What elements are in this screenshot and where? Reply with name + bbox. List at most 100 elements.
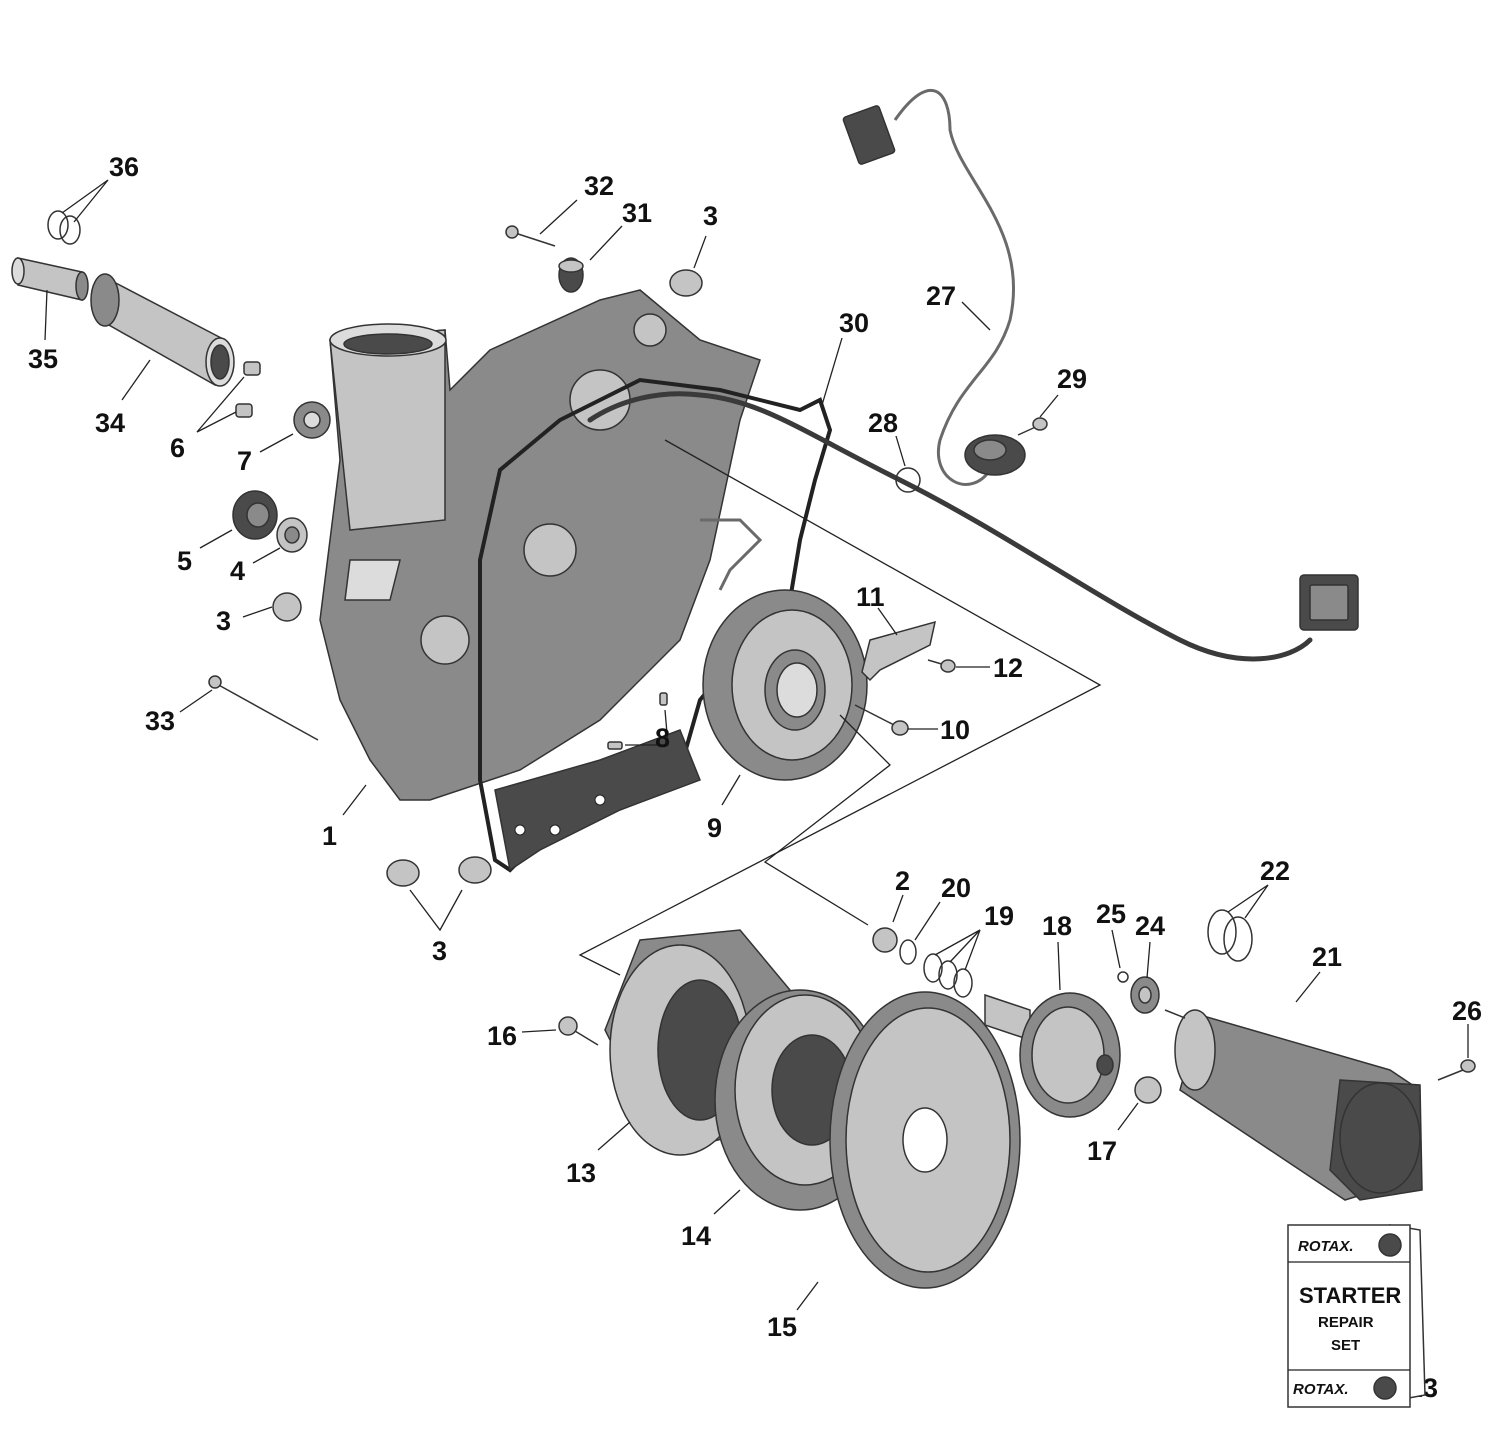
callout-19: 19 <box>934 901 1014 971</box>
callout-6: 6 <box>170 376 245 463</box>
svg-text:29: 29 <box>1057 364 1087 394</box>
starter-repair-set-kit: ROTAX. STARTER REPAIR SET ROTAX. <box>1287 1224 1426 1408</box>
callout-22: 22 <box>1227 856 1290 919</box>
o-rings-part <box>1207 909 1253 962</box>
o-ring-part <box>895 467 921 493</box>
pinion-part <box>1130 976 1160 1014</box>
svg-text:5: 5 <box>177 546 192 576</box>
gear-sleeve-part <box>90 273 235 387</box>
callout-27: 27 <box>926 281 991 331</box>
svg-text:1: 1 <box>322 821 337 851</box>
callout-4: 4 <box>230 547 281 586</box>
callout-21: 21 <box>1295 942 1342 1003</box>
callout-3: 3 <box>216 606 273 636</box>
wiring-harness-part <box>587 391 1359 662</box>
screw-part <box>1017 417 1048 436</box>
svg-text:9: 9 <box>707 813 722 843</box>
callout-16: 16 <box>487 1021 557 1051</box>
washer-part <box>899 939 917 965</box>
screw-part <box>558 1016 599 1046</box>
sensor-cable-part <box>842 88 1026 486</box>
svg-text:17: 17 <box>1087 1136 1117 1166</box>
bushing-part <box>872 927 898 953</box>
starter-gear-part <box>984 992 1121 1118</box>
callout-18: 18 <box>1042 911 1072 991</box>
svg-text:30: 30 <box>839 308 869 338</box>
svg-text:15: 15 <box>767 1312 797 1342</box>
brp-logo-icon <box>1378 1233 1402 1257</box>
callout-7: 7 <box>237 433 294 476</box>
brp-logo-icon <box>1373 1376 1397 1400</box>
clamp-part <box>558 257 584 293</box>
kit-subtitle-line: REPAIR <box>1318 1314 1374 1331</box>
callout-36: 36 <box>61 152 139 223</box>
svg-text:28: 28 <box>868 408 898 438</box>
svg-text:8: 8 <box>655 723 670 753</box>
callout-10: 10 <box>908 715 970 745</box>
bearing-part <box>276 517 308 553</box>
callout-12: 12 <box>956 653 1023 683</box>
dowel-part <box>607 741 623 750</box>
ring-gear-part <box>829 991 1021 1289</box>
svg-text:3: 3 <box>703 201 718 231</box>
callout-9: 9 <box>707 774 741 843</box>
screw-part <box>1437 1059 1476 1081</box>
callout-14: 14 <box>681 1189 741 1251</box>
svg-text:36: 36 <box>109 152 139 182</box>
bracket-part <box>861 620 936 682</box>
svg-text:31: 31 <box>622 198 652 228</box>
callout-33: 33 <box>145 689 213 736</box>
kit-subtitle-line: SET <box>1331 1337 1360 1354</box>
rotax-logo-top: ROTAX. <box>1298 1238 1354 1255</box>
callout-26: 26 <box>1452 996 1482 1058</box>
svg-text:26: 26 <box>1452 996 1482 1026</box>
shaft-part <box>11 257 89 301</box>
svg-text:33: 33 <box>145 706 175 736</box>
callout-11: 11 <box>856 582 898 636</box>
callout-3: 3 <box>409 889 463 966</box>
svg-text:7: 7 <box>237 446 252 476</box>
assembly-leader-lines <box>578 439 1102 976</box>
svg-text:4: 4 <box>230 556 245 586</box>
svg-text:6: 6 <box>170 433 185 463</box>
svg-text:35: 35 <box>28 344 58 374</box>
callout-24: 24 <box>1135 911 1165 979</box>
bushing-part <box>386 859 420 887</box>
callout-13: 13 <box>566 1121 631 1188</box>
svg-text:19: 19 <box>984 901 1014 931</box>
callout-15: 15 <box>767 1281 819 1342</box>
callout-17: 17 <box>1087 1102 1139 1166</box>
bushing-part <box>669 269 703 297</box>
pin-part <box>243 361 261 376</box>
svg-text:10: 10 <box>940 715 970 745</box>
stator-part <box>702 589 868 781</box>
callout-34: 34 <box>95 359 151 438</box>
callout-30: 30 <box>821 308 869 406</box>
kit-title: STARTER <box>1299 1283 1401 1308</box>
svg-text:16: 16 <box>487 1021 517 1051</box>
callout-25: 25 <box>1096 899 1126 969</box>
clip-part <box>1117 971 1129 983</box>
svg-text:13: 13 <box>566 1158 596 1188</box>
svg-text:25: 25 <box>1096 899 1126 929</box>
pin-part <box>235 403 253 418</box>
callout-1: 1 <box>322 784 367 851</box>
svg-text:18: 18 <box>1042 911 1072 941</box>
screw-part <box>505 225 556 247</box>
svg-text:3: 3 <box>432 936 447 966</box>
callout-8: 8 <box>625 709 670 753</box>
svg-text:24: 24 <box>1135 911 1165 941</box>
callout-5: 5 <box>177 529 233 576</box>
svg-text:11: 11 <box>856 582 885 612</box>
callout-32: 32 <box>539 171 614 235</box>
rings-part <box>47 210 81 245</box>
screw-part <box>927 659 956 673</box>
dowel-part <box>659 692 668 706</box>
callout-2: 2 <box>892 866 910 923</box>
svg-text:32: 32 <box>584 171 614 201</box>
callout-28: 28 <box>868 408 906 467</box>
callout-31: 31 <box>589 198 652 261</box>
svg-text:27: 27 <box>926 281 956 311</box>
callout-3: 3 <box>693 201 718 269</box>
